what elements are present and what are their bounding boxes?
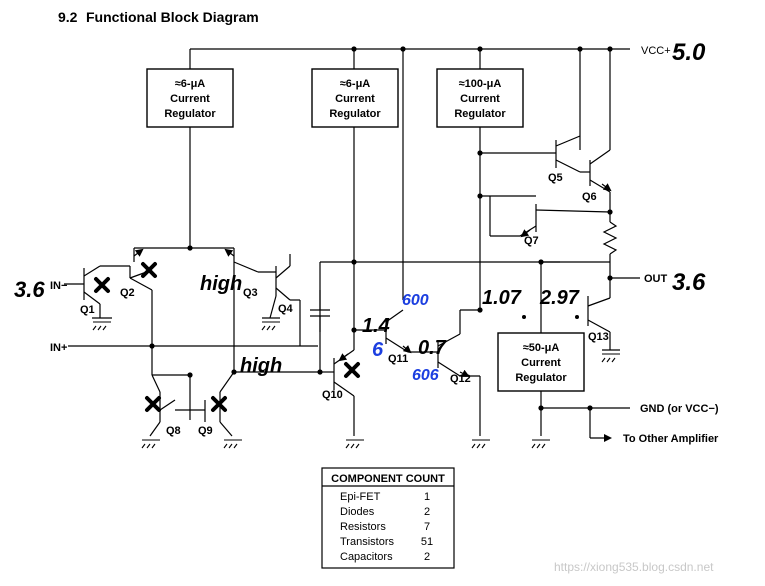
regulator-6ua-b: ≈6-μA Current Regulator [311, 68, 399, 128]
watermark: https://xiong535.blog.csdn.net [554, 560, 714, 574]
q10-label: Q10 [322, 389, 343, 401]
svg-text:Regulator: Regulator [454, 108, 506, 120]
section-number: 9.2 [58, 9, 78, 25]
ground-symbols [92, 321, 620, 449]
annotation-q3-note: high [200, 273, 242, 295]
q12-label: Q12 [450, 373, 471, 385]
q6-label: Q6 [582, 191, 597, 203]
svg-text:≈50-μA: ≈50-μA [523, 342, 560, 354]
svg-text:≈6-μA: ≈6-μA [175, 78, 206, 90]
svg-text:Current: Current [460, 93, 500, 105]
in-plus-label: IN+ [50, 342, 67, 354]
svg-text:Regulator: Regulator [329, 108, 381, 120]
annotation-vcc-value: 5.0 [672, 39, 706, 66]
annotation-out-value: 3.6 [672, 269, 706, 296]
section-title: Functional Block Diagram [86, 9, 259, 25]
q5-label: Q5 [548, 172, 563, 184]
vcc-plus-label: VCC+ [641, 45, 671, 57]
svg-text:Current: Current [170, 93, 210, 105]
svg-text:Current: Current [335, 93, 375, 105]
annotation-q10-note: high [240, 355, 282, 377]
regulator-50ua: ≈50-μA Current Regulator [497, 332, 585, 392]
annotation-q11-emitter: 6 [372, 339, 384, 361]
row-count: 2 [424, 551, 430, 563]
annotation-q11-base: 1.4 [362, 315, 390, 337]
regulator-100ua: ≈100-μA Current Regulator [436, 68, 524, 128]
svg-text:Regulator: Regulator [164, 108, 216, 120]
annotation-q12-base: 0.7 [418, 337, 447, 359]
row-name: Resistors [340, 521, 386, 533]
q2-label: Q2 [120, 287, 135, 299]
row-count: 2 [424, 506, 430, 518]
component-count-table: COMPONENT COUNT Epi-FET 1 Diodes 2 Resis… [321, 467, 455, 569]
row-name: Diodes [340, 506, 375, 518]
to-other-amplifier-label: To Other Amplifier [623, 433, 719, 445]
annotation-in-minus-value: 3.6 [14, 277, 45, 302]
q1-label: Q1 [80, 304, 95, 316]
row-count: 51 [421, 536, 433, 548]
regulator-6ua-a: ≈6-μA Current Regulator [146, 68, 234, 128]
transistor-labels: Q1 Q2 Q3 Q4 Q5 Q6 Q7 Q8 Q9 Q10 Q11 Q12 Q… [80, 172, 609, 437]
row-name: Epi-FET [340, 491, 381, 503]
q9-label: Q9 [198, 425, 213, 437]
q4-label: Q4 [278, 303, 294, 315]
svg-text:≈100-μA: ≈100-μA [459, 78, 502, 90]
row-count: 1 [424, 491, 430, 503]
annotation-q12-collector: 606 [412, 367, 439, 384]
row-count: 7 [424, 521, 430, 533]
component-count-header: COMPONENT COUNT [331, 473, 445, 485]
q8-label: Q8 [166, 425, 181, 437]
annotation-q7-node: 1.07 [482, 287, 522, 309]
row-name: Capacitors [340, 551, 393, 563]
q13-label: Q13 [588, 331, 609, 343]
svg-text:Current: Current [521, 357, 561, 369]
out-label: OUT [644, 273, 668, 285]
q11-label: Q11 [388, 353, 408, 365]
annotation-q11-collector: 600 [402, 292, 429, 309]
vcc-rail [189, 48, 630, 300]
svg-text:Regulator: Regulator [515, 372, 567, 384]
cross-marks [94, 262, 360, 412]
row-name: Transistors [340, 536, 394, 548]
wiring [64, 127, 640, 438]
q3-label: Q3 [243, 287, 258, 299]
annotation-q13-node: 2.97 [539, 287, 580, 309]
in-minus-label: IN− [50, 280, 67, 292]
q7-label: Q7 [524, 235, 539, 247]
svg-text:≈6-μA: ≈6-μA [340, 78, 371, 90]
gnd-label: GND (or VCC−) [640, 403, 719, 415]
